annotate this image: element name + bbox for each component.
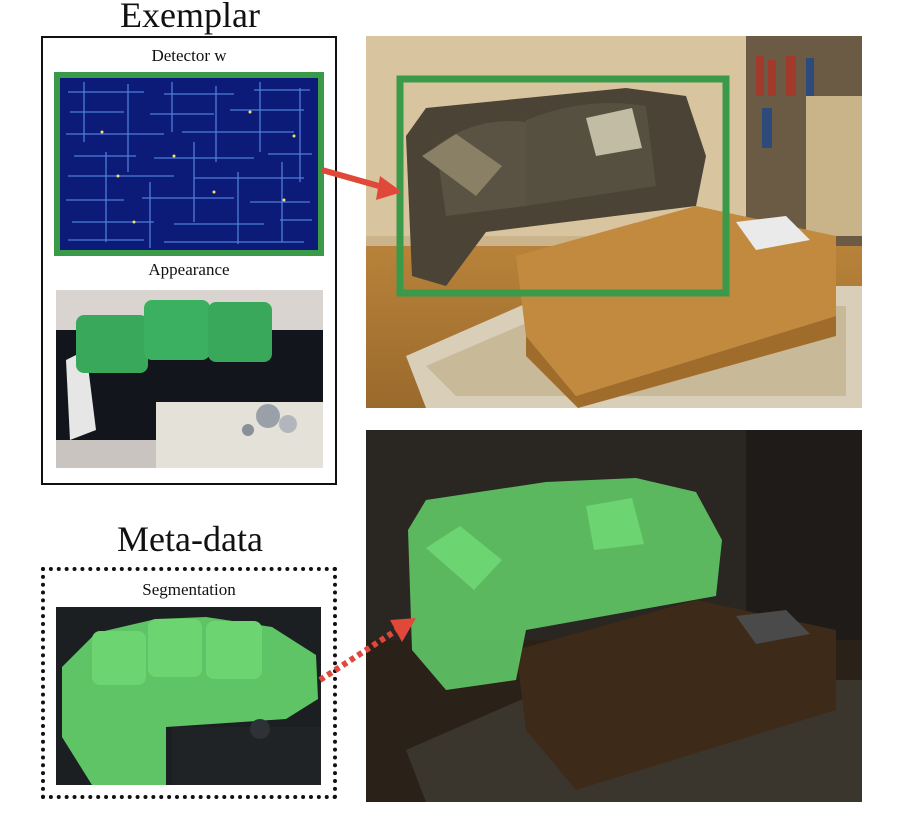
- metadata-heading: Meta-data: [117, 519, 263, 559]
- detector-heatmap: [54, 72, 324, 256]
- appearance-caption: Appearance: [148, 260, 230, 279]
- segmentation-caption: Segmentation: [142, 580, 236, 599]
- appearance-image: [56, 290, 323, 468]
- exemplar-panel: [41, 36, 337, 485]
- scene-image-detection: [366, 36, 862, 408]
- metadata-panel: [41, 567, 337, 799]
- detector-caption: Detector w: [151, 46, 227, 65]
- exemplar-heading: Exemplar: [120, 0, 260, 35]
- scene-image-segmentation: [366, 430, 862, 802]
- segmentation-image: [56, 607, 321, 785]
